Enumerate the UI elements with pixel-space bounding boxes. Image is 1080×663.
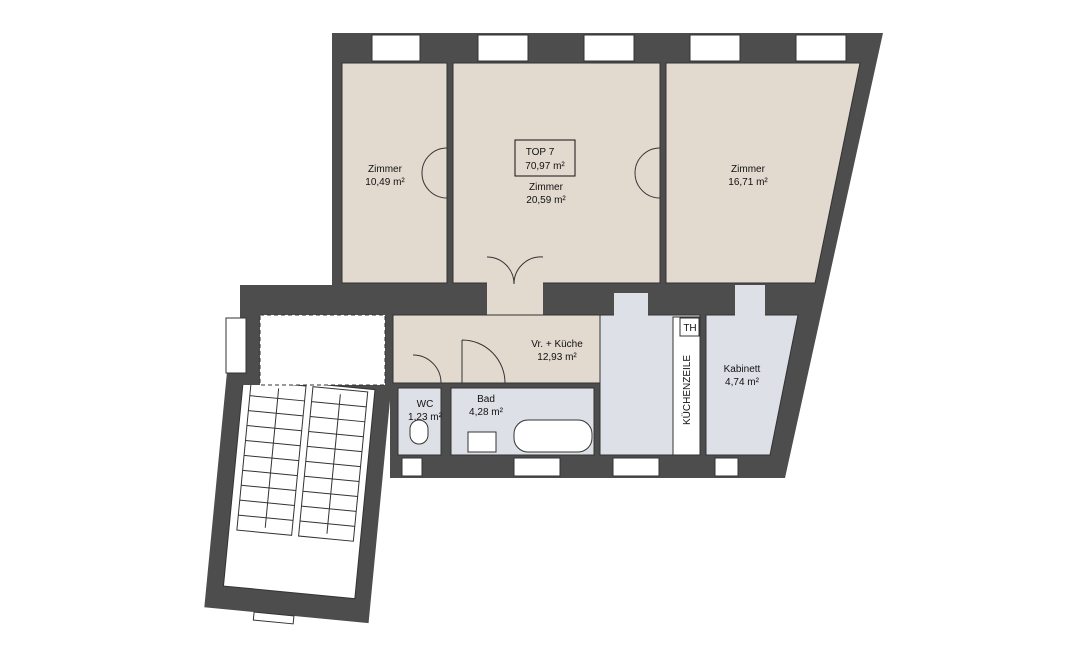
room-name: Kabinett: [724, 364, 761, 375]
room-name: WC: [417, 399, 434, 410]
th-label: TH: [683, 323, 696, 334]
staircase: [204, 363, 393, 625]
kitchen-strip-label: KÜCHENZEILE: [681, 355, 693, 425]
unit-label: TOP 7: [526, 147, 555, 158]
th-box: [679, 317, 700, 337]
room-vorraum-kueche: [392, 314, 601, 384]
room-name: Vr. + Küche: [531, 339, 583, 350]
room-kabinett: [705, 314, 799, 456]
room-name: Zimmer: [529, 182, 564, 193]
doors[interactable]: [412, 147, 661, 384]
landing-door[interactable]: [225, 317, 247, 374]
entrance-door[interactable]: [252, 611, 295, 625]
room-area: 4,74 m²: [725, 377, 760, 388]
room-zimmer-3: [665, 62, 861, 284]
stairs-right: [298, 386, 369, 542]
room-area: 12,93 m²: [537, 352, 577, 363]
room-area: 1,23 m²: [408, 412, 443, 423]
toilet: [409, 419, 429, 445]
room-area: 4,28 m²: [469, 407, 504, 418]
kitchen-counter: [672, 316, 701, 456]
doorway-zimmer-2[interactable]: [487, 280, 543, 316]
room-name: Zimmer: [731, 164, 766, 175]
unit-area: 70,97 m²: [525, 161, 565, 172]
room-area: 20,59 m²: [526, 195, 566, 206]
unit-box: [514, 139, 576, 177]
room-area: 10,49 m²: [365, 177, 405, 188]
room-name: Zimmer: [368, 164, 403, 175]
stairs-left: [236, 380, 307, 536]
room-zimmer-2: [452, 62, 661, 284]
room-zimmer-1: [341, 62, 448, 284]
bathtub: [513, 419, 593, 453]
room-area: 16,71 m²: [728, 177, 768, 188]
windows: [371, 34, 847, 477]
room-name: Bad: [477, 394, 495, 405]
washbasin: [467, 431, 497, 453]
